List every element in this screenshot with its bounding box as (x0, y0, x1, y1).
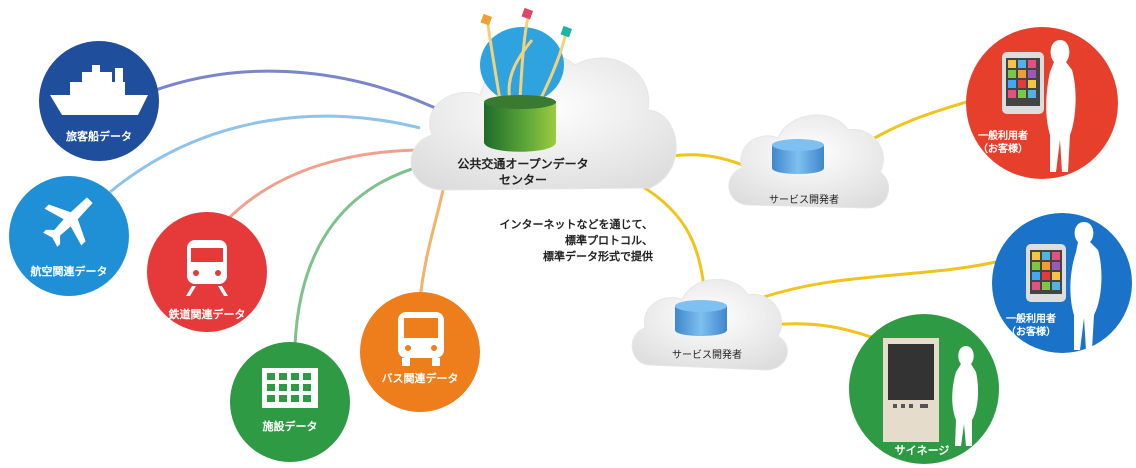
facility-label: 施設データ (263, 419, 318, 433)
user-blue: 一般利用者 （お客様） (992, 213, 1132, 353)
source-rail: 鉄道関連データ (147, 212, 267, 332)
database-cylinder-icon (675, 300, 727, 336)
air-label: 航空関連データ (31, 264, 108, 278)
link-bus (418, 179, 447, 301)
provision-note: インターネットなどを通じて、 標準プロトコル、 標準データ形式で提供 (500, 218, 653, 263)
note-line-3: 標準データ形式で提供 (543, 249, 653, 263)
person-silhouette-icon (1046, 40, 1076, 172)
tablet-icon (1026, 244, 1066, 302)
building-icon (262, 368, 318, 408)
signage-kiosk-icon (883, 338, 939, 442)
user-red-label-1: 一般利用者 (978, 129, 1028, 142)
database-cylinder-icon (772, 139, 824, 174)
link-dev-bottom-signage (769, 322, 881, 342)
signage-label: サイネージ (895, 444, 950, 457)
source-air: 航空関連データ (9, 176, 129, 296)
ship-icon (50, 65, 148, 115)
user-signage: サイネージ (849, 314, 999, 464)
fiber-strands (486, 17, 568, 101)
database-drum-icon (484, 95, 556, 152)
developer-top-label: サービス開発者 (769, 193, 839, 206)
link-air (109, 114, 421, 194)
user-blue-label-2: （お客様） (1006, 325, 1056, 338)
user-blue-label-1: 一般利用者 (1006, 312, 1056, 325)
center-label-2: センター (499, 173, 547, 187)
link-center-dev-bottom (639, 183, 707, 296)
user-red: 一般利用者 （お客様） (966, 27, 1118, 179)
source-bus: バス関連データ (360, 292, 480, 412)
link-rail (223, 148, 426, 224)
note-line-1: インターネットなどを通じて、 (500, 218, 653, 231)
developer-cloud-top: サービス開発者 (728, 114, 889, 209)
tablet-icon (1002, 52, 1044, 114)
link-ship (149, 69, 451, 117)
source-ship: 旅客船データ (39, 41, 159, 161)
airplane-icon (43, 197, 93, 247)
source-facility: 施設データ (230, 342, 350, 462)
rail-label: 鉄道関連データ (169, 307, 246, 321)
developer-bottom-label: サービス開発者 (672, 348, 742, 361)
developer-cloud-bottom: サービス開発者 (631, 279, 788, 371)
user-red-label-2: （お客様） (978, 142, 1028, 155)
center-cloud: 公共交通オープンデータ センター (410, 7, 677, 191)
bus-icon (398, 312, 444, 366)
person-silhouette-icon (1070, 222, 1102, 350)
train-icon (186, 240, 228, 296)
link-facility (293, 163, 426, 346)
center-label-1: 公共交通オープンデータ (457, 156, 588, 171)
link-dev-bottom-user-blue (754, 258, 1006, 302)
note-line-2: 標準プロトコル、 (565, 233, 653, 247)
bus-label: バス関連データ (382, 371, 459, 385)
person-silhouette-icon (952, 346, 979, 446)
ship-label: 旅客船データ (66, 129, 132, 143)
